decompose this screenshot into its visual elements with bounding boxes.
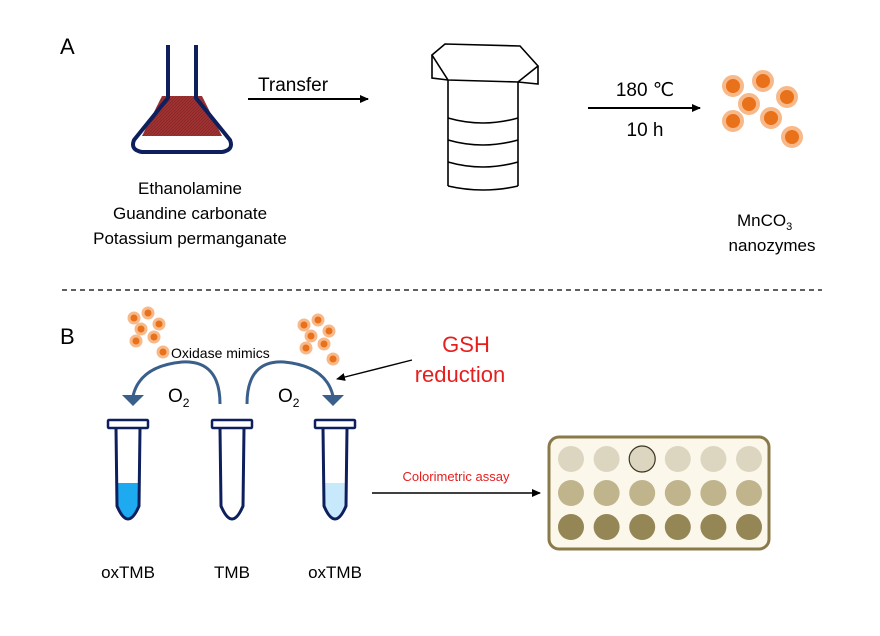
plate-well	[629, 480, 656, 506]
nanoparticle	[722, 110, 744, 132]
reagent-ethanolamine: Ethanolamine	[138, 179, 242, 198]
nanoparticle	[304, 329, 318, 343]
colorimetric-assay-label: Colorimetric assay	[403, 469, 510, 484]
plate-well	[700, 480, 727, 506]
oxidation-arc-right	[245, 360, 344, 406]
flask-icon	[131, 45, 233, 154]
plate-well	[736, 480, 762, 506]
nanoparticle-cluster-left-icon	[127, 306, 170, 359]
tube-cap	[313, 418, 357, 430]
nanoparticle	[297, 318, 311, 332]
condition-time: 10 h	[627, 120, 664, 141]
tube-body	[321, 427, 349, 521]
nanoparticle	[299, 341, 313, 355]
plate-well	[628, 445, 656, 473]
panel-b-label: B	[60, 324, 75, 349]
plate-well	[593, 446, 620, 472]
tube-body	[114, 427, 142, 521]
product-label: MnCO3	[737, 211, 792, 233]
nanoparticle	[738, 93, 760, 115]
nanoparticle	[134, 322, 148, 336]
condition-temperature: 180 ℃	[616, 80, 674, 101]
tube-body	[218, 427, 246, 521]
reagent-guandine-carbonate: Guandine carbonate	[113, 204, 267, 223]
tube-tmb	[210, 418, 254, 521]
nanoparticle	[127, 311, 141, 325]
reduction-label: reduction	[415, 362, 506, 387]
nanoparticle-cluster-right-icon	[297, 313, 340, 366]
plate-well	[664, 446, 691, 472]
well-grid	[558, 445, 762, 540]
tube-group	[106, 418, 357, 521]
nanoparticle	[156, 345, 170, 359]
reactor-icon	[430, 43, 540, 191]
oxidase-mimics-label: Oxidase mimics	[171, 345, 270, 361]
transfer-label: Transfer	[258, 75, 329, 96]
reagent-potassium-permanganate: Potassium permanganate	[93, 229, 287, 248]
nanoparticle	[760, 107, 782, 129]
tube-cap	[106, 418, 150, 430]
tube-cap	[210, 418, 254, 430]
nanoparticle	[152, 317, 166, 331]
panel-a-label: A	[60, 34, 75, 59]
tube-liquid	[323, 483, 347, 518]
plate-well	[558, 480, 584, 506]
plate-well	[593, 514, 620, 540]
nanoparticle	[311, 313, 325, 327]
product-type-label: nanozymes	[729, 236, 816, 255]
plate-well	[700, 446, 727, 472]
nanoparticle	[322, 324, 336, 338]
gsh-arrow	[336, 359, 413, 381]
plate-well	[736, 446, 762, 472]
nanoparticle	[752, 70, 774, 92]
plate-well	[664, 514, 691, 540]
o2-label-right: O2	[278, 386, 300, 410]
tube-oxtmb-left	[106, 418, 150, 521]
nanoparticle	[141, 306, 155, 320]
tube-liquid	[116, 483, 140, 518]
plate-well	[593, 480, 620, 506]
tube-label-tmb: TMB	[214, 563, 250, 582]
plate-well	[558, 514, 584, 540]
tube-label-oxtmb-left: oxTMB	[101, 563, 155, 582]
nanoparticle	[147, 330, 161, 344]
plate-well	[700, 514, 727, 540]
plate-well	[664, 480, 691, 506]
o2-label-left: O2	[168, 386, 190, 410]
nanoparticle-cluster-icon	[722, 70, 803, 148]
oxidation-arc-left	[122, 360, 222, 406]
plate-well	[736, 514, 762, 540]
flask-outline	[131, 45, 233, 154]
nanoparticle	[781, 126, 803, 148]
nanoparticle	[776, 86, 798, 108]
plate-well	[629, 514, 656, 540]
nanoparticle	[317, 337, 331, 351]
nanoparticle	[129, 334, 143, 348]
gsh-label: GSH	[442, 332, 490, 357]
tube-oxtmb-right	[313, 418, 357, 521]
nanoparticle	[722, 75, 744, 97]
nanoparticle	[326, 352, 340, 366]
plate-well	[558, 446, 584, 472]
tube-label-oxtmb-right: oxTMB	[308, 563, 362, 582]
